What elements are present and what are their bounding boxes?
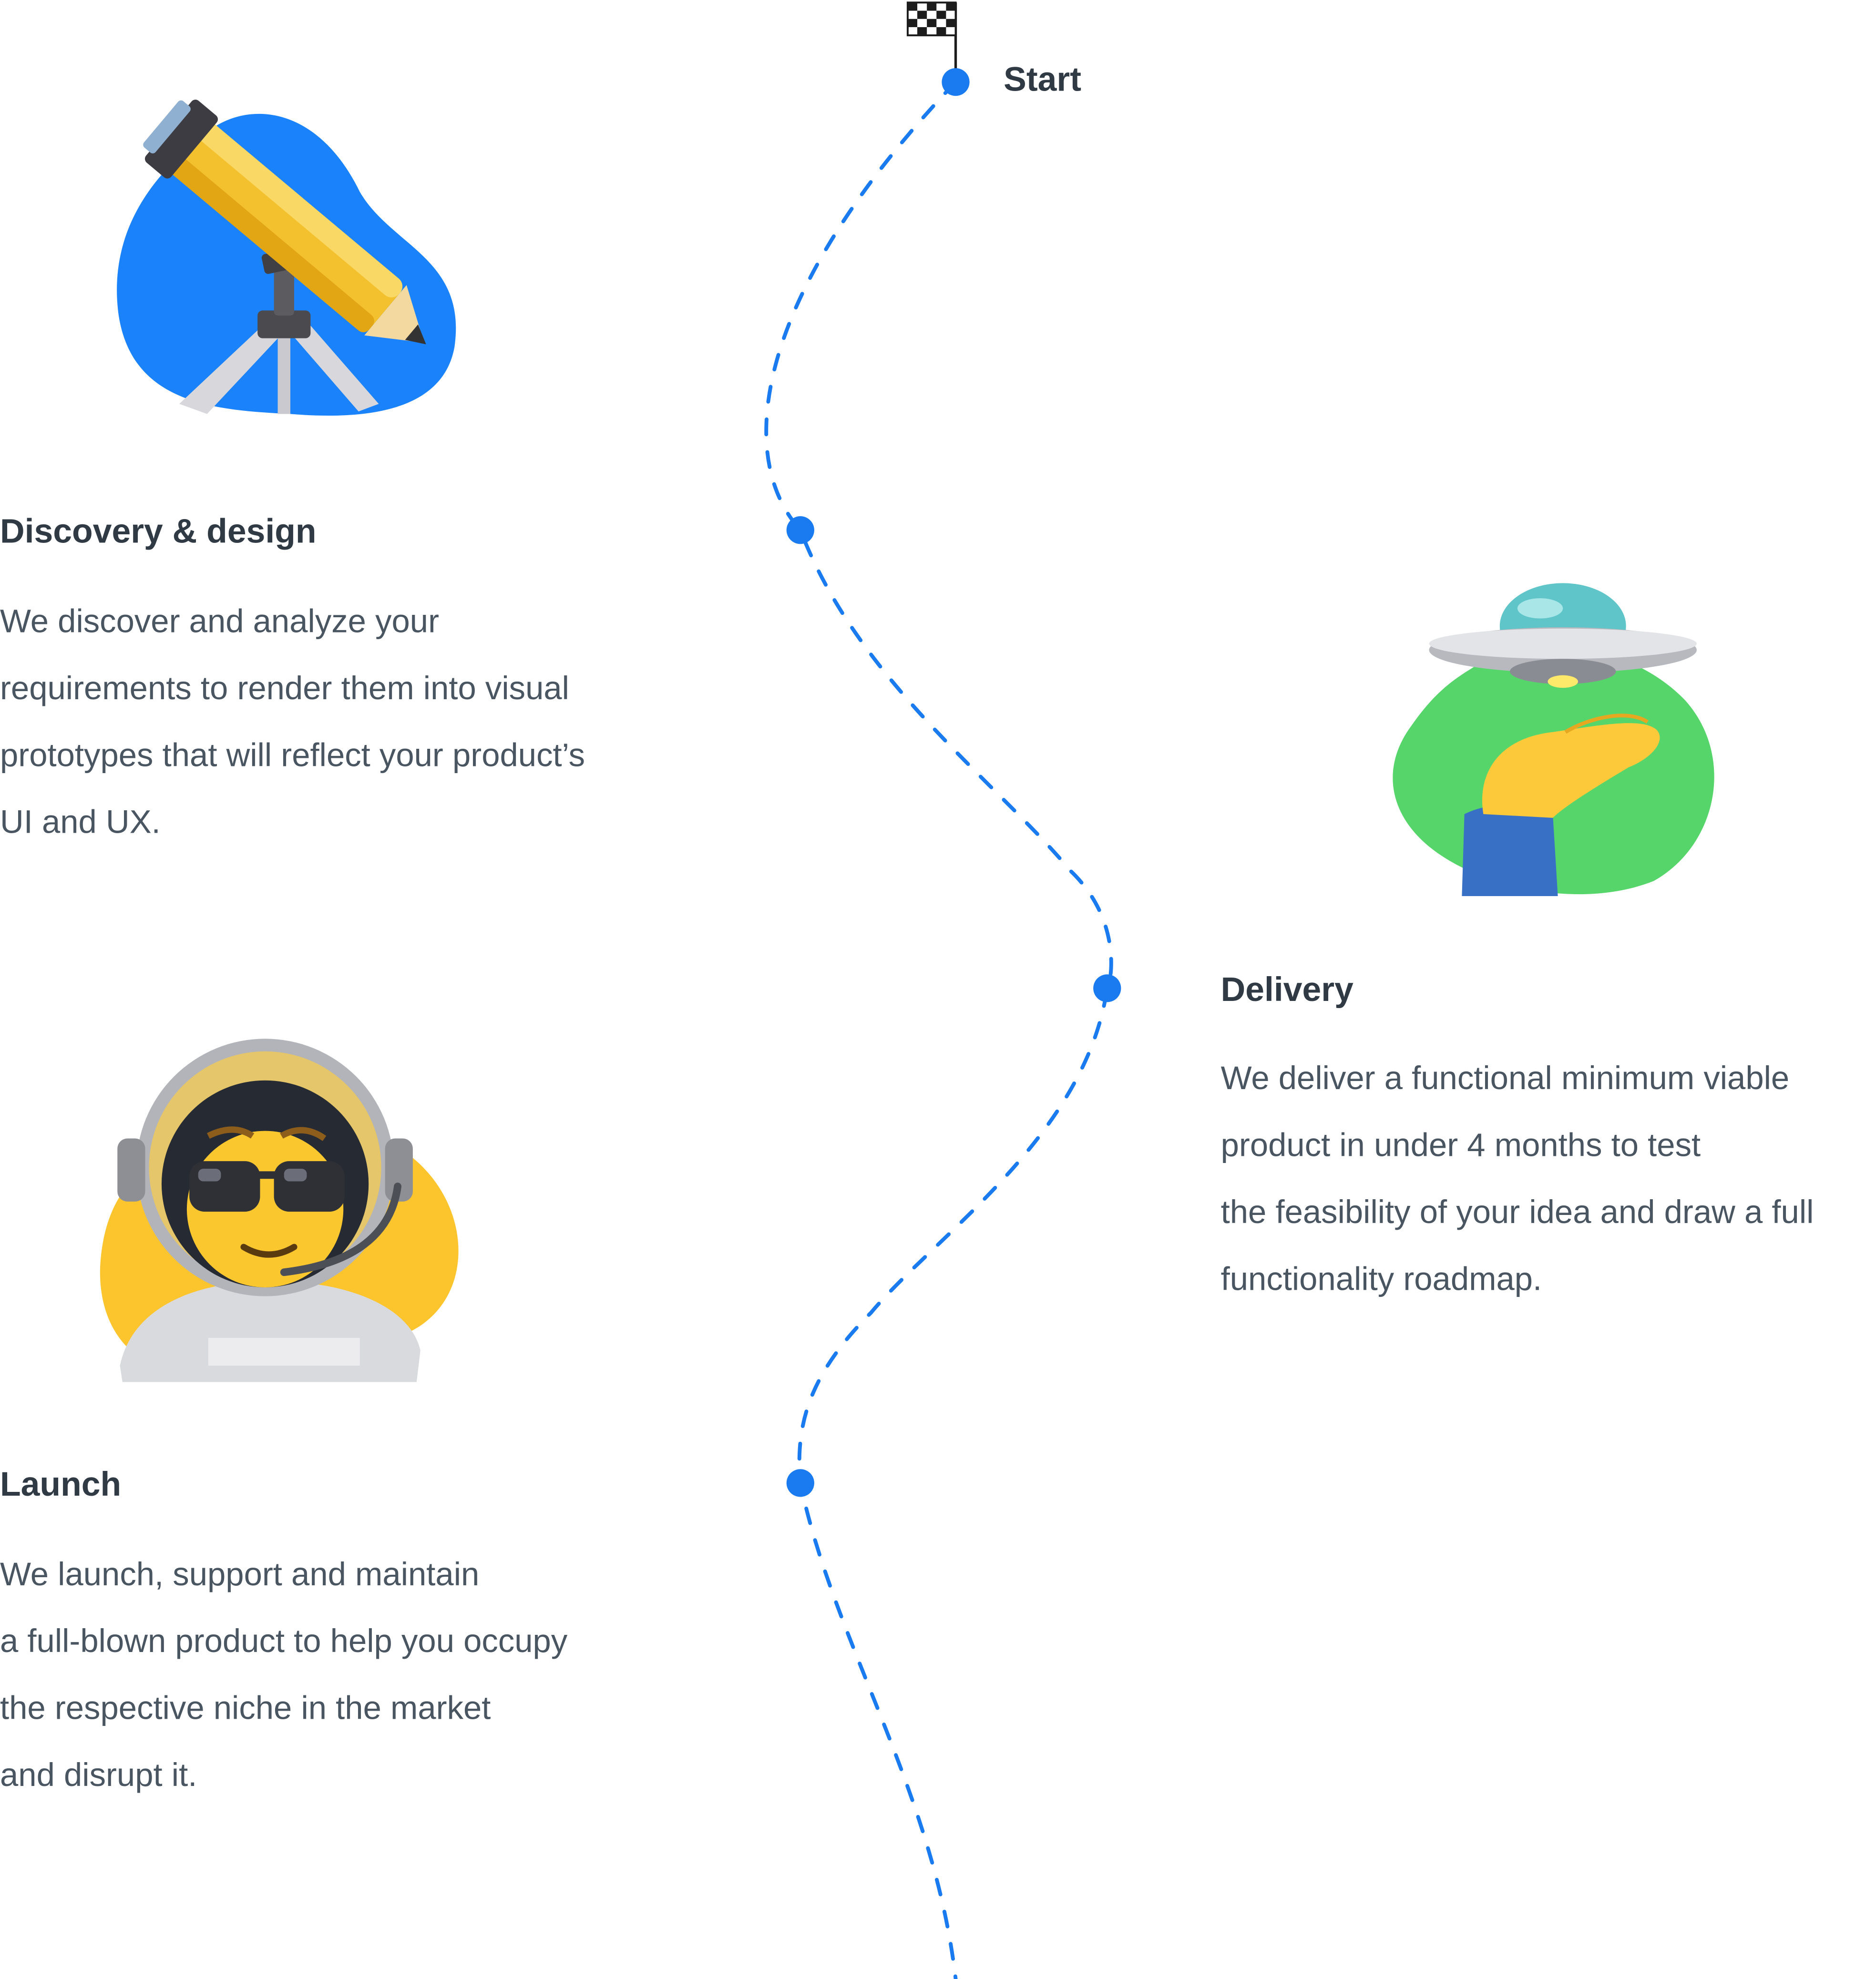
discovery-line-3: prototypes that will reflect your produc… [0, 735, 585, 774]
ufo-hand-illustration [1393, 583, 1714, 897]
launch-title: Launch [0, 1465, 122, 1503]
delivery-line-4: functionality roadmap. [1220, 1259, 1542, 1298]
discovery-title: Discovery & design [0, 512, 317, 551]
launch-line-2: a full-blown product to help you occupy [0, 1622, 568, 1660]
checkered-flag-icon [906, 1, 957, 76]
discovery-description: We discover and analyze your requirement… [0, 588, 585, 856]
discovery-line-4: UI and UX. [0, 803, 161, 841]
launch-line-4: and disrupt it. [0, 1755, 197, 1794]
discovery-milestone-dot [786, 516, 814, 544]
launch-description: We launch, support and maintain a full-b… [0, 1541, 567, 1808]
astronaut-illustration [100, 1039, 459, 1382]
discovery-line-1: We discover and analyze your [0, 602, 440, 640]
start-label: Start [1004, 61, 1082, 99]
launch-milestone-dot [786, 1469, 814, 1497]
delivery-title: Delivery [1220, 970, 1353, 1009]
dashed-road-line [764, 80, 1113, 1979]
telescope-illustration [117, 100, 456, 416]
delivery-line-1: We deliver a functional minimum viable [1220, 1059, 1790, 1097]
launch-line-3: the respective niche in the market [0, 1689, 491, 1727]
delivery-line-3: the feasibility of your idea and draw a … [1220, 1193, 1814, 1231]
delivery-description: We deliver a functional minimum viable p… [1221, 1045, 1814, 1313]
launch-line-1: We launch, support and maintain [0, 1555, 480, 1593]
discovery-line-2: requirements to render them into visual [0, 669, 569, 707]
delivery-line-2: product in under 4 months to test [1220, 1126, 1701, 1164]
start-milestone-dot [942, 68, 970, 96]
delivery-milestone-dot [1093, 974, 1121, 1002]
